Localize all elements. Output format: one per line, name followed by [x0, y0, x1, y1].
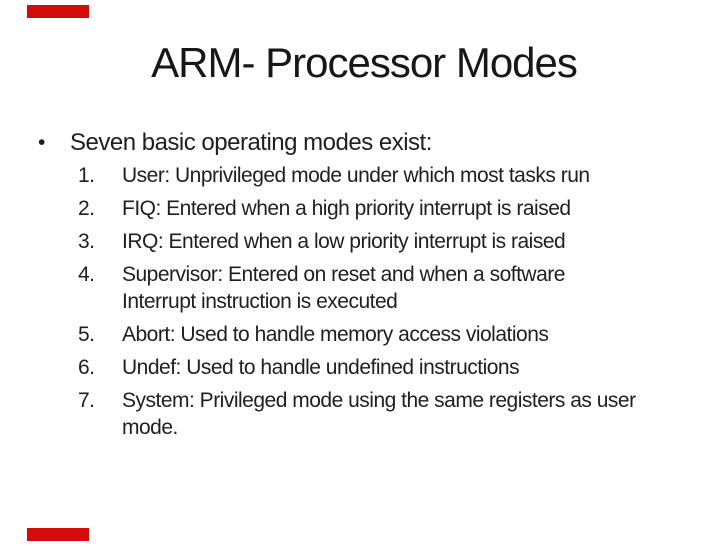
list-item-text: Supervisor: Entered on reset and when a …: [122, 261, 722, 315]
list-item-line: IRQ: Entered when a low priority interru…: [122, 230, 566, 253]
list-item: 6. Undef: Used to handle undefined instr…: [78, 354, 722, 381]
list-item-number: 7.: [78, 389, 95, 412]
list-item: 3. IRQ: Entered when a low priority inte…: [78, 228, 722, 255]
bullet-text: Seven basic operating modes exist:: [70, 129, 432, 156]
slide-title: ARM- Processor Modes: [151, 39, 578, 86]
list-item-text: IRQ: Entered when a low priority interru…: [122, 228, 722, 255]
list-item-line: System: Privileged mode using the same r…: [122, 389, 636, 412]
list-item-line: Abort: Used to handle memory access viol…: [122, 323, 549, 346]
list-item: 7. System: Privileged mode using the sam…: [78, 387, 722, 441]
list-item-line: FIQ: Entered when a high priority interr…: [122, 197, 571, 220]
list-item-text: Undef: Used to handle undefined instruct…: [122, 354, 722, 381]
list-item-text: Abort: Used to handle memory access viol…: [122, 321, 722, 348]
list-item-number: 4.: [78, 263, 95, 286]
list-item-number: 6.: [78, 356, 95, 379]
list-item-line: mode.: [122, 416, 178, 439]
list-item: 5. Abort: Used to handle memory access v…: [78, 321, 722, 348]
list-item: 1. User: Unprivileged mode under which m…: [78, 162, 722, 189]
list-item-text: FIQ: Entered when a high priority interr…: [122, 195, 722, 222]
list-item-number: 3.: [78, 230, 95, 253]
list-item-text: System: Privileged mode using the same r…: [122, 387, 722, 441]
list-item-line: User: Unprivileged mode under which most…: [122, 164, 590, 187]
red-accent-bar-top: [27, 5, 89, 18]
bullet-line: • Seven basic operating modes exist:: [38, 129, 432, 157]
list-item-number: 5.: [78, 323, 95, 346]
list-item-number: 1.: [78, 164, 95, 187]
bullet-marker: •: [38, 131, 45, 154]
list-item-line: Interrupt instruction is executed: [122, 290, 398, 313]
list-item-line: Supervisor: Entered on reset and when a …: [122, 263, 565, 286]
list-item-text: User: Unprivileged mode under which most…: [122, 162, 722, 189]
list-item: 2. FIQ: Entered when a high priority int…: [78, 195, 722, 222]
list-item: 4. Supervisor: Entered on reset and when…: [78, 261, 722, 315]
list-item-line: Undef: Used to handle undefined instruct…: [122, 356, 520, 379]
red-accent-bar-bottom: [27, 528, 89, 541]
list-item-number: 2.: [78, 197, 95, 220]
mode-list: 1. User: Unprivileged mode under which m…: [78, 162, 722, 447]
